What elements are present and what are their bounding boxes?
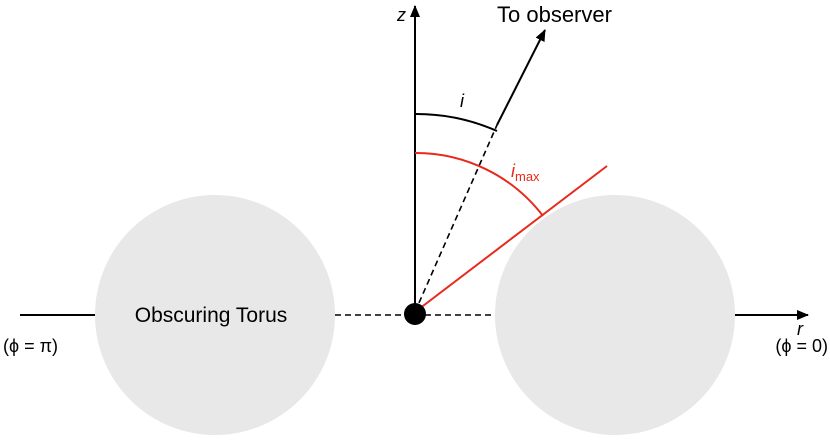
r-axis-label: r [797, 319, 804, 339]
imax-label: imax [511, 161, 540, 184]
imax-subscript: max [515, 169, 540, 184]
torus-left-section [95, 195, 335, 435]
inclination-label: i [460, 91, 465, 111]
sightline-arrow [496, 29, 546, 126]
inclination-arc [414, 112, 498, 132]
torus-right-section [495, 195, 735, 435]
z-axis-label: z [396, 5, 406, 25]
imax-line [414, 165, 608, 313]
imax-symbol: i [511, 161, 516, 181]
agn-core [404, 303, 426, 325]
torus-label: Obscuring Torus [135, 304, 288, 327]
to-observer-label: To observer [497, 2, 612, 27]
phi-pi-label: (ϕ = π) [3, 336, 58, 356]
phi-zero-label: (ϕ = 0) [775, 336, 828, 356]
sightline-dashed [414, 124, 498, 313]
imax-arc [414, 151, 544, 217]
